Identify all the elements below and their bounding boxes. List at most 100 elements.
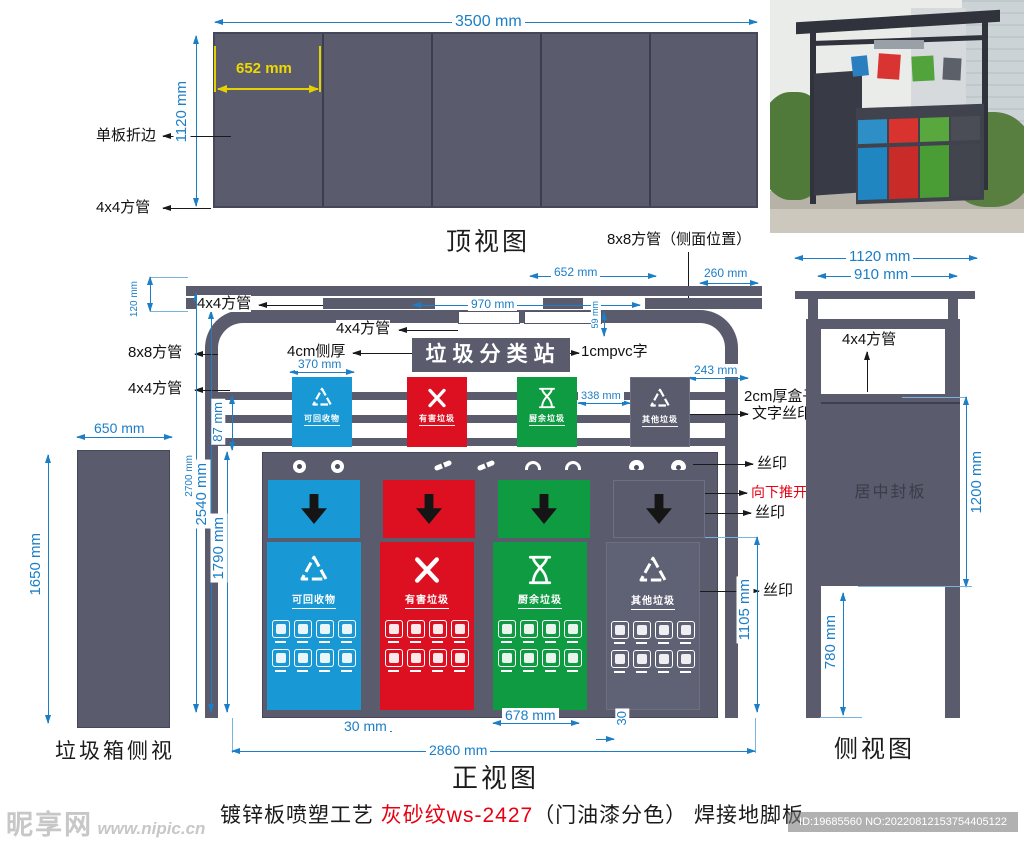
- photo-hanging-sign-gray: [942, 57, 962, 81]
- label-tube8-left: 8x8方管: [128, 344, 183, 361]
- dim-243: 243 mm: [691, 363, 741, 378]
- waste-item-icon: [498, 620, 516, 643]
- push-flap-kitchen[interactable]: [498, 480, 590, 538]
- front-view-title: 正视图: [452, 763, 540, 793]
- leader-tube4-sideview: [863, 351, 870, 392]
- hanging-sign-hazardous: 有害垃圾: [407, 377, 467, 447]
- dim-line-678: [492, 719, 580, 726]
- leader-pvc-letters: [570, 349, 580, 356]
- waste-item-icon: [272, 620, 290, 643]
- photo-post: [810, 24, 816, 204]
- silk-icon-peel: [565, 461, 581, 470]
- sign-rail: [218, 438, 725, 446]
- waste-item-icon: [407, 620, 425, 643]
- label-silk-top: 丝印: [757, 455, 788, 472]
- label-fold-edge: 单板折边: [96, 127, 157, 144]
- bin-label: 有害垃圾: [405, 591, 449, 609]
- photo-door: [858, 147, 887, 201]
- bin-door-kitchen[interactable]: 厨余垃圾: [493, 542, 587, 710]
- dim-line-30-right: [596, 735, 615, 742]
- dim-line-338: [577, 399, 631, 406]
- bin-label: 厨余垃圾: [518, 591, 562, 609]
- cross-icon: [424, 385, 450, 411]
- cross-icon: [409, 552, 445, 588]
- dim-780: 780 mm: [822, 612, 840, 673]
- top-view-panel: [213, 32, 758, 208]
- process-note-color-code: 灰砂纹ws-2427: [380, 804, 534, 827]
- waste-item-icon: [633, 621, 651, 644]
- side-column: [806, 329, 821, 718]
- waste-item-icon: [316, 620, 334, 643]
- leader-tube4-left: [194, 386, 230, 393]
- waste-item-icons: [611, 621, 695, 673]
- dim-2540: 2540 mm: [193, 460, 211, 529]
- sign-rail: [218, 392, 725, 400]
- dim-652-segment: 652 mm: [236, 60, 292, 77]
- process-note-suffix: （门油漆分色） 焊接地脚板: [533, 804, 805, 827]
- leader-side-thickness: [352, 349, 412, 356]
- bin-door-hazardous[interactable]: 有害垃圾: [380, 542, 474, 710]
- photo-cabinet: [856, 103, 984, 205]
- process-note-prefix: 镀锌板喷塑工艺: [219, 804, 381, 827]
- center-panel: 居中封板: [821, 394, 960, 586]
- push-flap-other[interactable]: [613, 480, 705, 538]
- silk-icon-can: [331, 460, 344, 473]
- front-roof-bar: [186, 286, 762, 296]
- down-arrow-icon: [410, 490, 448, 528]
- waste-item-icon: [520, 620, 538, 643]
- reference-photo: [770, 0, 1024, 233]
- roof-tube-segment: [645, 298, 762, 309]
- dim-1790: 1790 mm: [210, 514, 228, 583]
- dim-line-1105: [753, 536, 760, 713]
- ext-line: [858, 586, 972, 587]
- dim-line-2540: [207, 310, 214, 713]
- photo-post: [982, 20, 988, 190]
- label-tube-4x4-topview: 4x4方管: [96, 199, 151, 216]
- photo-door: [920, 144, 949, 198]
- ext-line: [150, 277, 188, 278]
- push-flap-recyclable[interactable]: [268, 480, 360, 538]
- dim-line-87: [228, 395, 235, 451]
- waste-item-icon: [294, 620, 312, 643]
- watermark-id-stamp: ID:19685560 NO:20220812153754405122: [788, 812, 1018, 832]
- dim-87: 87 mm: [210, 399, 226, 445]
- dim-650: 650 mm: [91, 420, 148, 437]
- label-tube8-side-position: 8x8方管（侧面位置）: [607, 231, 752, 248]
- hanging-sign-recyclable: 可回收物: [292, 377, 352, 447]
- silk-icon-peel: [525, 461, 541, 470]
- ext-line: [150, 311, 188, 312]
- bin-door-other[interactable]: 其他垃圾: [606, 542, 700, 710]
- bin-side-body: [77, 450, 170, 728]
- bin-label: 其他垃圾: [631, 592, 675, 610]
- dim-910: 910 mm: [851, 266, 912, 284]
- ext-line: [820, 717, 862, 718]
- hanging-sign-label: 可回收物: [304, 413, 340, 426]
- waste-item-icon: [407, 649, 425, 672]
- waste-item-icon: [272, 649, 290, 672]
- waste-item-icon: [655, 621, 673, 644]
- photo-flap: [920, 116, 949, 142]
- dim-line-650: [76, 433, 173, 440]
- bin-door-recyclable[interactable]: 可回收物: [267, 542, 361, 710]
- waste-item-icon: [564, 649, 582, 672]
- leader-silk-door: [693, 587, 760, 594]
- down-arrow-icon: [525, 490, 563, 528]
- dim-tick-652: [214, 46, 216, 92]
- ext-line: [755, 718, 756, 753]
- waste-item-icon: [429, 620, 447, 643]
- sign-rail: [218, 415, 725, 423]
- waste-item-icons: [272, 620, 356, 672]
- label-box-2cm: 2cm厚盒子: [744, 388, 818, 405]
- push-flap-hazardous[interactable]: [383, 480, 475, 538]
- silk-icon-shell: [629, 460, 644, 470]
- leader-tube4-sign: [398, 326, 458, 333]
- dim-3500: 3500 mm: [452, 13, 525, 31]
- dim-652-front: 652 mm: [551, 265, 601, 280]
- center-panel-label: 居中封板: [854, 484, 927, 501]
- recycle-icon: [635, 553, 671, 589]
- waste-item-icon: [677, 621, 695, 644]
- side-roof-post: [808, 299, 818, 319]
- waste-item-icon: [655, 650, 673, 673]
- photo-header-sign: [874, 40, 924, 49]
- dim-line-1790: [223, 451, 230, 713]
